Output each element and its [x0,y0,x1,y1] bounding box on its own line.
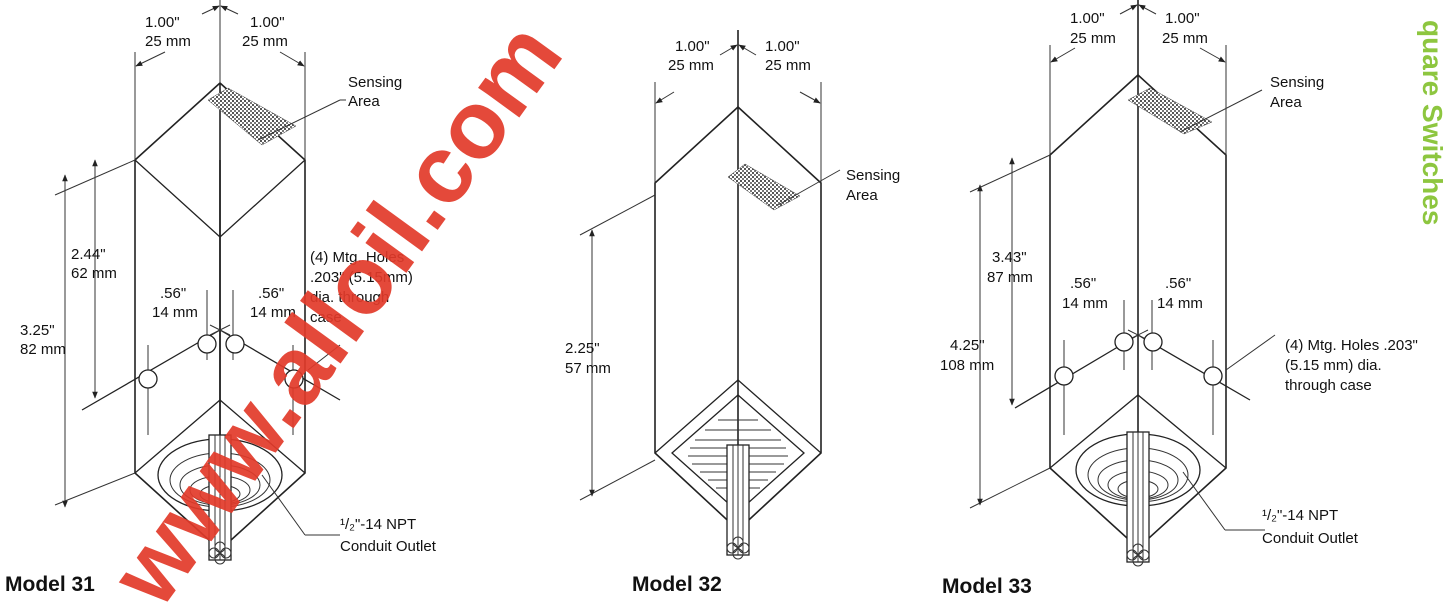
m33-dim-top-mm: 87 mm [987,269,1033,286]
m31-holes-note-2: .203" (5.15mm) [310,269,413,286]
m33-conduit-1: ¹/₂"-14 NPT [1262,507,1338,524]
m32-width-right-mm: 25 mm [765,57,811,74]
sensing-leader [257,99,341,141]
side-section-label: quare Switches [1417,20,1448,225]
m32-dim-total-mm: 57 mm [565,360,611,377]
m32-width-left-in: 1.00" [675,38,710,55]
m33-hole-right-in: .56" [1165,275,1191,292]
model-33-drawing: 1.00" 25 mm 1.00" 25 mm Sensing Area 3.4… [940,0,1418,598]
m33-title: Model 33 [942,575,1032,598]
m31-width-left-in: 1.00" [145,14,180,31]
m33-width-right-mm: 25 mm [1162,30,1208,47]
m31-sensing-1: Sensing [348,74,402,91]
sensing-area-patch [727,163,801,211]
m32-width-right-in: 1.00" [765,38,800,55]
m33-width-left-in: 1.00" [1070,10,1105,27]
m33-dim-top-in: 3.43" [992,249,1027,266]
m33-holes-note-1: (4) Mtg. Holes .203" [1285,337,1418,354]
m33-holes-note-2: (5.15 mm) dia. [1285,357,1382,374]
m33-sensing-2: Area [1270,94,1302,111]
sensing-area-patch [207,87,297,146]
m33-holes-note-3: through case [1285,377,1372,394]
m31-holes-note-3: dia. through [310,289,389,306]
m31-dim-top-in: 2.44" [71,246,106,263]
m32-width-left-mm: 25 mm [668,57,714,74]
m31-hole-right-mm: 14 mm [250,304,296,321]
m31-conduit-1: ¹/₂"-14 NPT [340,516,416,533]
m31-holes-note-4: case [310,309,342,326]
m33-hole-right-mm: 14 mm [1157,295,1203,312]
m31-conduit-2: Conduit Outlet [340,538,437,555]
m32-sensing-2: Area [846,187,878,204]
m33-width-right-in: 1.00" [1165,10,1200,27]
watermark: www.alloil.com [90,3,583,602]
m33-sensing-1: Sensing [1270,74,1324,91]
m31-hole-left-mm: 14 mm [152,304,198,321]
m33-dim-total-in: 4.25" [950,337,985,354]
model-31-drawing: 1.00" 25 mm 1.00" 25 mm Sensing Area 2.4… [5,0,437,596]
m31-dim-total-in: 3.25" [20,322,55,339]
m32-sensing-1: Sensing [846,167,900,184]
m33-width-left-mm: 25 mm [1070,30,1116,47]
sensing-area-patch [1127,87,1213,135]
m33-conduit-2: Conduit Outlet [1262,530,1359,547]
m31-holes-note-1: (4) Mtg. Holes [310,249,404,266]
m31-width-left-mm: 25 mm [145,33,191,50]
m31-dim-top-mm: 62 mm [71,265,117,282]
m31-width-right-in: 1.00" [250,14,285,31]
m31-hole-left-in: .56" [160,285,186,302]
m33-dim-total-mm: 108 mm [940,357,994,374]
m31-title: Model 31 [5,573,95,596]
model-32-drawing: 1.00" 25 mm 1.00" 25 mm Sensing Area 2.2… [565,30,900,596]
m33-hole-left-in: .56" [1070,275,1096,292]
m32-dim-total-in: 2.25" [565,340,600,357]
m31-dim-total-mm: 82 mm [20,341,66,358]
m31-sensing-2: Area [348,93,380,110]
m32-title: Model 32 [632,573,722,596]
m31-hole-right-in: .56" [258,285,284,302]
m33-hole-left-mm: 14 mm [1062,295,1108,312]
m31-width-right-mm: 25 mm [242,33,288,50]
